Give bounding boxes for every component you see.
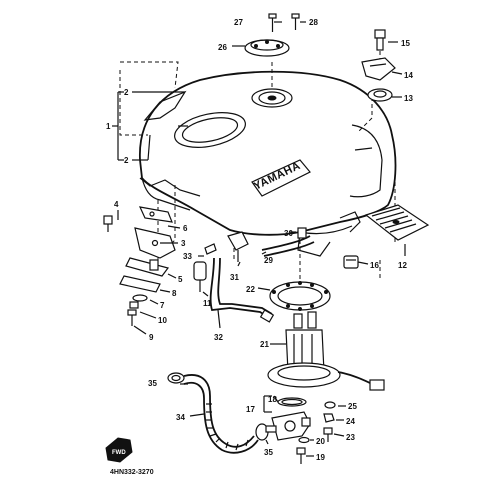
fuel-tank: YAMAHA bbox=[139, 70, 397, 257]
callout-33: 33 bbox=[183, 252, 192, 261]
washer-20 bbox=[298, 436, 310, 444]
callout-2-bottom: 2 bbox=[124, 156, 129, 165]
callout-3: 3 bbox=[181, 239, 186, 248]
callout-19: 19 bbox=[316, 453, 325, 462]
clip-30 bbox=[297, 227, 307, 239]
callout-21: 21 bbox=[260, 340, 269, 349]
callout-32: 32 bbox=[214, 333, 223, 342]
collar-5 bbox=[125, 257, 170, 277]
callout-30: 30 bbox=[284, 229, 293, 238]
callout-25: 25 bbox=[348, 402, 357, 411]
callout-7: 7 bbox=[160, 301, 165, 310]
callout-8: 8 bbox=[172, 289, 177, 298]
grommet-13 bbox=[367, 88, 393, 102]
hose-29 bbox=[261, 235, 315, 257]
bolt-23 bbox=[323, 427, 333, 442]
callout-31: 31 bbox=[230, 273, 239, 282]
callout-9: 9 bbox=[149, 333, 154, 342]
clip-33 bbox=[204, 243, 217, 255]
callout-24: 24 bbox=[346, 417, 355, 426]
screw-28 bbox=[291, 13, 300, 30]
callout-4: 4 bbox=[114, 200, 119, 209]
callout-29: 29 bbox=[264, 256, 273, 265]
callout-18: 18 bbox=[268, 395, 277, 404]
bolt-10 bbox=[129, 301, 139, 309]
callout-5: 5 bbox=[178, 275, 183, 284]
callout-17: 17 bbox=[246, 405, 255, 414]
callout-26: 26 bbox=[218, 43, 227, 52]
callout-34: 34 bbox=[176, 413, 185, 422]
callout-15: 15 bbox=[401, 39, 410, 48]
callout-12: 12 bbox=[398, 261, 407, 270]
forward-arrow-icon: FWD bbox=[105, 437, 133, 463]
bracket-14 bbox=[361, 57, 396, 81]
bolt-4 bbox=[103, 215, 113, 232]
nut-24 bbox=[323, 413, 335, 423]
callout-lines bbox=[112, 21, 406, 457]
o-ring-18 bbox=[277, 397, 307, 407]
callout-35-top: 35 bbox=[148, 379, 157, 388]
fuel-pump-21 bbox=[267, 311, 385, 391]
callout-27: 27 bbox=[234, 18, 243, 27]
fuel-cap-assembly bbox=[244, 13, 300, 57]
gasket-22 bbox=[269, 281, 331, 311]
callout-11: 11 bbox=[203, 299, 212, 308]
clamp-35-top bbox=[167, 372, 185, 384]
drawing-code: 4HN332-3270 bbox=[110, 469, 154, 476]
callout-28: 28 bbox=[309, 18, 318, 27]
bracket-6 bbox=[138, 206, 173, 223]
bolt-15 bbox=[374, 29, 386, 51]
washer-25 bbox=[324, 401, 336, 409]
callout-23: 23 bbox=[346, 433, 355, 442]
bracket-8 bbox=[119, 275, 161, 293]
callout-13: 13 bbox=[404, 94, 413, 103]
fwd-label: FWD bbox=[112, 450, 126, 456]
screw-19 bbox=[296, 447, 306, 464]
washer-7 bbox=[132, 294, 148, 302]
fitting-31 bbox=[227, 231, 249, 262]
callout-20: 20 bbox=[316, 437, 325, 446]
screw-27 bbox=[268, 13, 277, 32]
callout-22: 22 bbox=[246, 285, 255, 294]
fuel-cock-17 bbox=[265, 411, 311, 441]
callout-numbers: 27 28 26 15 14 13 2 1 2 4 6 3 5 8 7 10 9… bbox=[106, 18, 413, 462]
callout-1: 1 bbox=[106, 122, 111, 131]
bolt-9 bbox=[127, 309, 137, 326]
yamaha-emblem: YAMAHA bbox=[251, 159, 311, 197]
callout-35-bottom: 35 bbox=[264, 448, 273, 457]
callout-16: 16 bbox=[370, 261, 379, 270]
callout-10: 10 bbox=[158, 316, 167, 325]
hose-32 bbox=[209, 257, 275, 323]
damper-16 bbox=[343, 255, 359, 269]
hose-34 bbox=[183, 374, 259, 454]
callout-6: 6 bbox=[183, 224, 188, 233]
callout-2-top: 2 bbox=[124, 88, 129, 97]
bracket-3 bbox=[134, 227, 176, 259]
joint-11 bbox=[193, 261, 207, 292]
rubber-pad-12 bbox=[364, 204, 430, 241]
callout-14: 14 bbox=[404, 71, 413, 80]
